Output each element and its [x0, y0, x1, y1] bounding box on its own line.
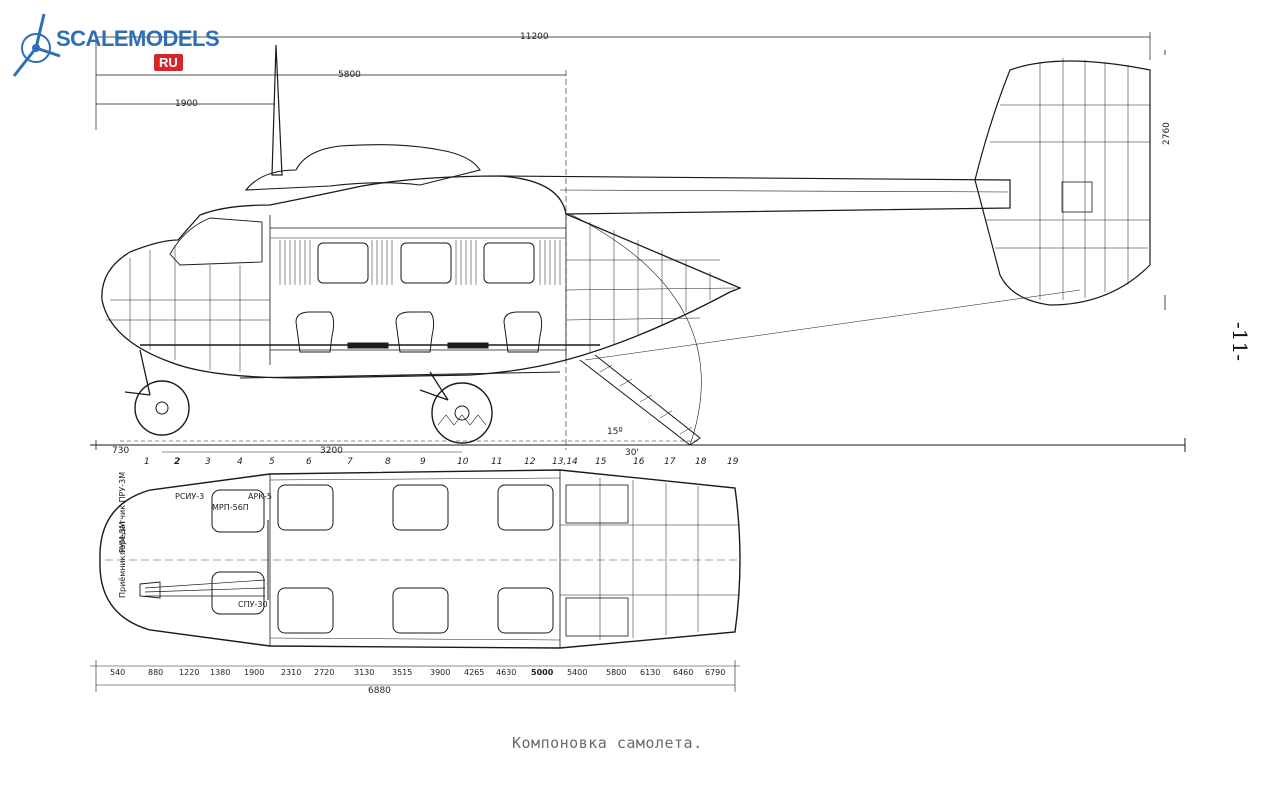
dim-overall-length: 11200 — [520, 32, 549, 42]
station-label: 1 — [144, 457, 150, 467]
station-label: 10 — [457, 457, 469, 467]
station-distance: 2720 — [314, 668, 335, 677]
station-distance: 6460 — [673, 668, 694, 677]
equipment-rsiu: РСИУ-3 — [175, 492, 205, 501]
station-label: 12 — [524, 457, 536, 467]
station-distance: 3130 — [354, 668, 375, 677]
dim-tail-height: 2760 — [1162, 122, 1172, 145]
station-label: 5 — [269, 457, 275, 467]
dim-nose-to-cockpit: 1900 — [175, 99, 198, 109]
angle-ramp: 15º — [607, 427, 623, 437]
dim-rotor-position: 5800 — [338, 70, 361, 80]
total-length: 6880 — [368, 686, 391, 696]
station-distance: 5800 — [606, 668, 627, 677]
station-label: 15 — [595, 457, 607, 467]
station-distance: 6790 — [705, 668, 726, 677]
station-label: 11 — [491, 457, 503, 467]
station-distance: 4265 — [464, 668, 485, 677]
station-distance: 3515 — [392, 668, 413, 677]
station-distance: 880 — [148, 668, 164, 677]
station-distance: 5000 — [531, 668, 554, 677]
logo-text: SCALEMODELS — [56, 26, 220, 51]
station-distance: 2310 — [281, 668, 302, 677]
site-logo[interactable]: SCALEMODELS RU — [8, 8, 220, 80]
station-distance: 3900 — [430, 668, 451, 677]
plan-view — [90, 469, 741, 692]
station-label: 8 — [385, 457, 391, 467]
station-distance: 5400 — [567, 668, 588, 677]
equipment-transmitter: передатчик ПРУ-3М — [118, 471, 127, 555]
station-distance: 1900 — [244, 668, 265, 677]
drawing-caption: Компоновка самолета. — [512, 734, 703, 752]
station-label: 17 — [664, 457, 676, 467]
page-number: -11- — [1228, 322, 1252, 361]
side-view — [90, 32, 1186, 453]
station-label: 2 — [174, 457, 181, 467]
equipment-mrp: МРП-56П — [212, 503, 249, 512]
logo-suffix: RU — [154, 54, 183, 71]
station-label: 19 — [727, 457, 739, 467]
station-label: 16 — [633, 457, 645, 467]
station-distance: 6130 — [640, 668, 661, 677]
station-distance: 1380 — [210, 668, 231, 677]
station-label: 9 — [420, 457, 426, 467]
station-label: 3 — [205, 457, 211, 467]
equipment-spu: СПУ-30 — [238, 600, 268, 609]
station-label: 4 — [237, 457, 243, 467]
equipment-arc: АРК-5 — [248, 492, 272, 501]
station-distance: 4630 — [496, 668, 517, 677]
angle-ground: 30' — [625, 448, 639, 458]
station-label: 7 — [347, 457, 353, 467]
station-distance: 1220 — [179, 668, 200, 677]
station-label: 18 — [695, 457, 707, 467]
station-label: 6 — [306, 457, 312, 467]
dim-nose-offset: 730 — [112, 446, 130, 456]
propeller-logo-icon — [12, 13, 61, 77]
station-label: 13,14 — [552, 457, 578, 467]
station-distance: 540 — [110, 668, 126, 677]
dim-wheelbase: 3200 — [320, 446, 343, 456]
